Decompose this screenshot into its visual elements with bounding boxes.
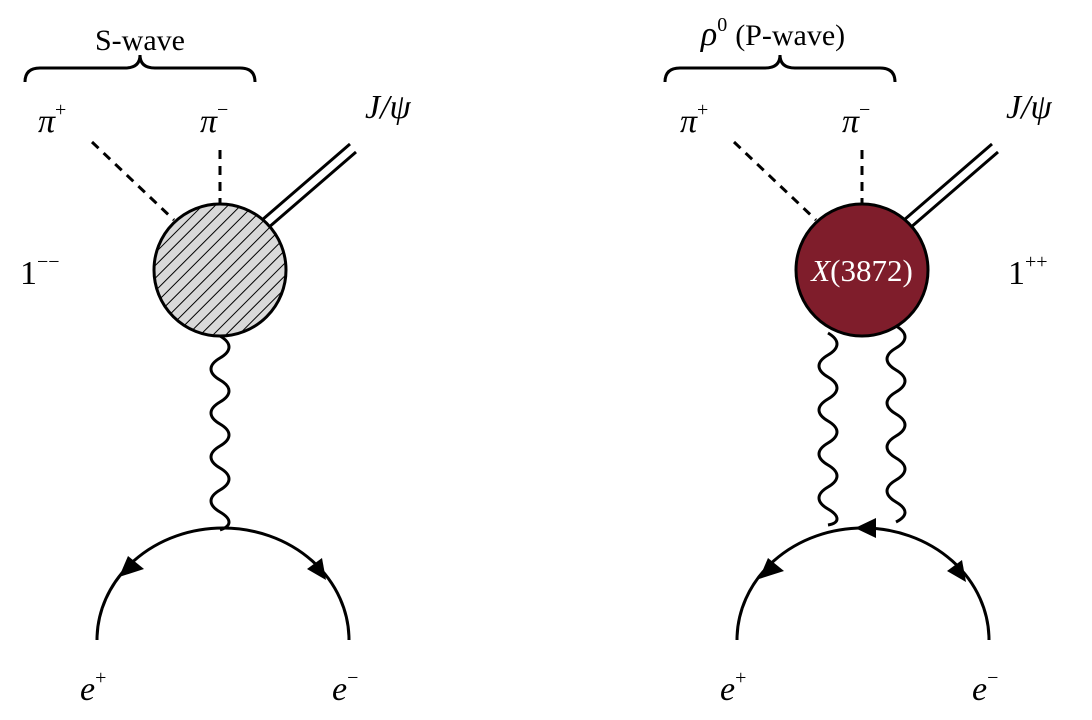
left-arrow-left: [119, 556, 144, 577]
left-hatched-blob: [152, 202, 288, 338]
right-photon-right: [885, 324, 907, 524]
right-pi-plus-label: π+: [680, 99, 708, 140]
left-e-minus-label: e−: [332, 667, 358, 708]
right-arrow-right: [947, 560, 966, 582]
right-e-plus-label: e+: [720, 667, 746, 708]
right-diagram: ρ0(P-wave) π+ π− J/ψ X(3872) 1++ e+ e−: [663, 14, 1053, 708]
left-electron-loop: [95, 526, 351, 641]
left-pi-plus-line: [90, 140, 176, 222]
right-brace: [663, 54, 897, 83]
left-pi-minus-label: π−: [200, 99, 228, 140]
left-jpsi-line-inner: [267, 150, 357, 230]
left-jpsi-label: J/ψ: [365, 89, 412, 126]
right-jpsi-line-outer: [903, 142, 993, 222]
right-arrow-top: [855, 518, 876, 538]
left-brace-label: S-wave: [95, 24, 185, 57]
left-e-plus-label: e+: [80, 667, 106, 708]
right-jpsi-label: J/ψ: [1006, 89, 1053, 126]
left-photon: [209, 334, 231, 532]
right-photon-left: [817, 331, 839, 527]
right-x3872-blob: [794, 202, 930, 338]
right-quantum-numbers: 1++: [1008, 251, 1048, 292]
right-pi-plus-line: [732, 140, 818, 222]
left-jpsi-line-outer: [261, 142, 351, 222]
left-pi-plus-label: π+: [38, 99, 66, 140]
left-brace: [23, 54, 257, 83]
right-pi-minus-label: π−: [842, 99, 870, 140]
right-electron-loop: [735, 526, 991, 641]
left-arrow-right: [307, 558, 326, 580]
right-x3872-label: X(3872): [809, 253, 913, 288]
right-e-minus-label: e−: [972, 667, 998, 708]
left-diagram: S-wave π+ π− J/ψ 1−− e+ e−: [20, 24, 412, 708]
right-brace-label: ρ0(P-wave): [700, 14, 845, 53]
left-quantum-numbers: 1−−: [20, 251, 60, 292]
right-arrow-left: [759, 558, 784, 579]
right-jpsi-line-inner: [909, 150, 999, 230]
